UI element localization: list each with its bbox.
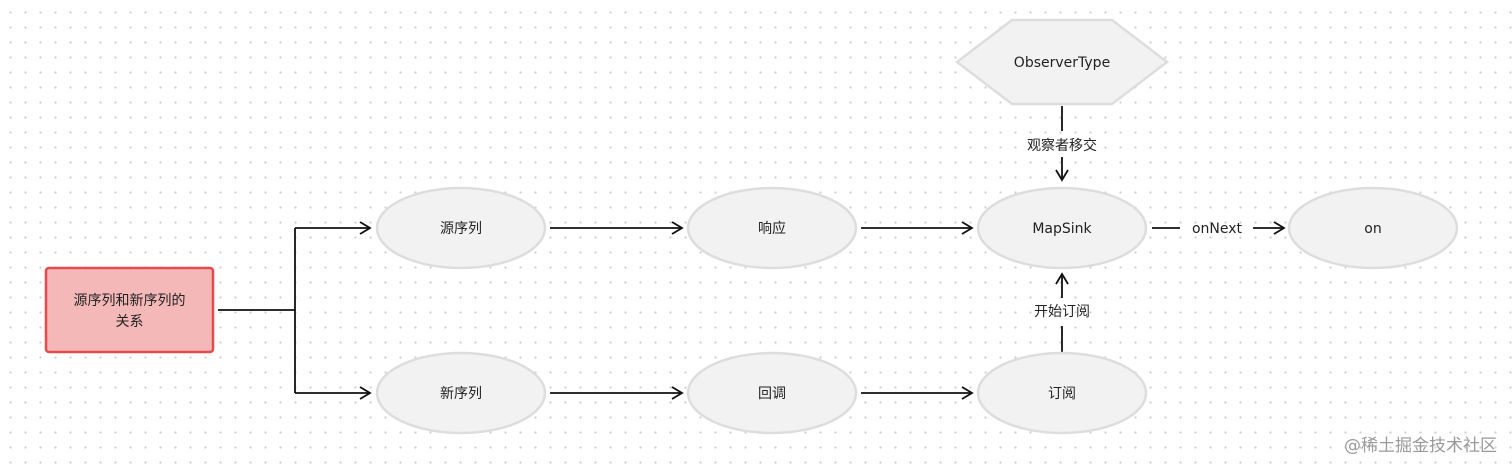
node-callback-label: 回调 — [758, 386, 786, 402]
node-on: on — [1287, 186, 1459, 270]
edge-label-start-subscribe: 开始订阅 — [1034, 304, 1090, 320]
node-new-sequence: 新序列 — [375, 351, 547, 435]
node-new-sequence-label: 新序列 — [440, 386, 482, 402]
node-mapsink: MapSink — [976, 186, 1148, 270]
node-observer-type: ObserverType — [954, 18, 1170, 106]
edge-label-onnext: onNext — [1192, 221, 1243, 237]
root-node-label-line2: 关系 — [116, 314, 144, 330]
node-response: 响应 — [686, 186, 858, 270]
node-source-sequence-label: 源序列 — [440, 221, 482, 237]
edge-label-observer-handover: 观察者移交 — [1027, 137, 1097, 154]
node-source-sequence: 源序列 — [375, 186, 547, 270]
node-mapsink-label: MapSink — [1032, 221, 1092, 237]
node-on-label: on — [1364, 221, 1381, 237]
node-callback: 回调 — [686, 351, 858, 435]
node-subscribe: 订阅 — [976, 351, 1148, 435]
node-subscribe-label: 订阅 — [1048, 386, 1076, 402]
node-response-label: 响应 — [758, 220, 786, 237]
node-observer-type-label: ObserverType — [1014, 55, 1110, 71]
root-node: 源序列和新序列的 关系 — [44, 266, 215, 354]
watermark-text: @稀土掘金技术社区 — [1344, 436, 1497, 456]
root-node-label-line1: 源序列和新序列的 — [74, 293, 186, 309]
